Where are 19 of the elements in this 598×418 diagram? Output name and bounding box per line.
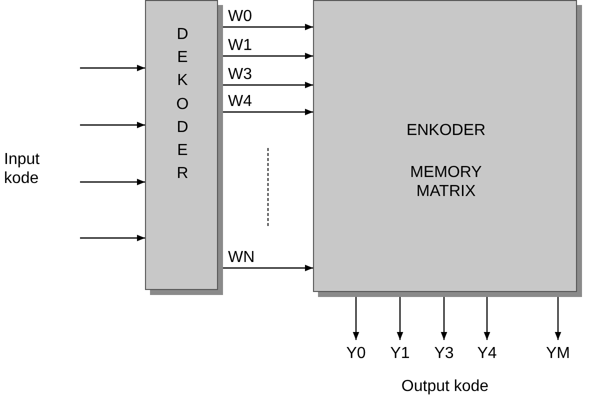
arrow xyxy=(80,122,145,128)
signal-label: Y3 xyxy=(433,344,455,364)
signal-label: Y1 xyxy=(389,344,411,364)
input-caption: Input kode xyxy=(4,150,41,188)
signal-label: W4 xyxy=(228,92,253,112)
signal-label: W3 xyxy=(228,65,253,84)
signal-label: W1 xyxy=(228,36,253,56)
signal-label: W0 xyxy=(228,7,253,26)
signal-label: Y4 xyxy=(476,344,498,364)
block-subtitle: MEMORY MATRIX xyxy=(409,163,483,202)
arrow xyxy=(80,234,145,242)
signal-label: WN xyxy=(228,248,256,268)
block-title: ENKODER xyxy=(405,121,487,140)
output-caption: Output kode xyxy=(400,377,490,396)
arrow xyxy=(80,178,145,186)
signal-label: YM xyxy=(545,344,571,364)
arrow xyxy=(80,64,145,72)
signal-label: Y0 xyxy=(345,344,367,364)
block-title: DEKODER xyxy=(175,25,190,184)
